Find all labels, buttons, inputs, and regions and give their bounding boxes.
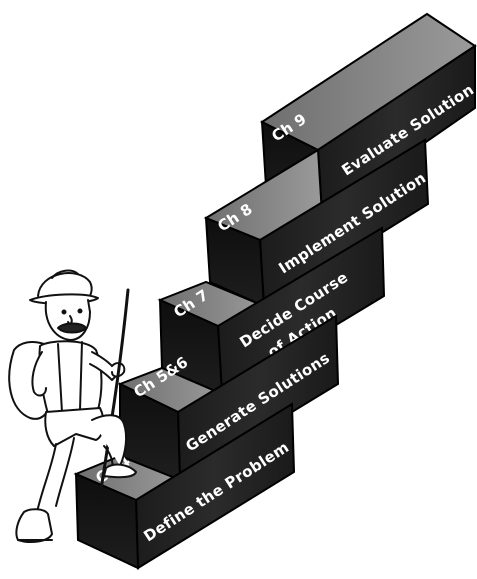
face-icon [46, 300, 90, 340]
hat-icon [30, 271, 98, 304]
